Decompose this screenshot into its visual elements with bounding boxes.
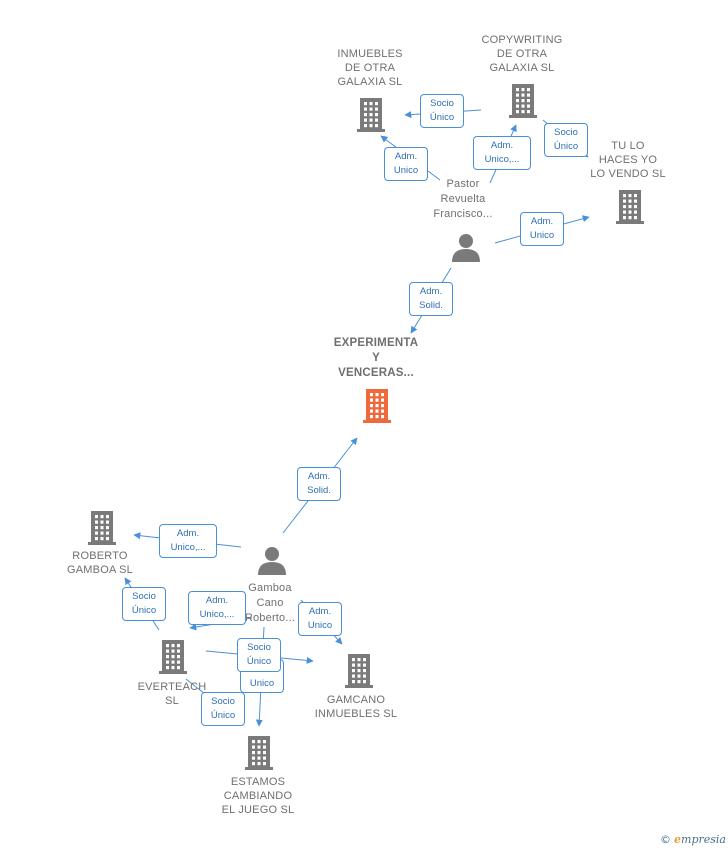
edge-label-adm-solid-1[interactable]: Adm. Solid.: [409, 282, 453, 316]
edge-label-socio-unico-2[interactable]: Socio Único: [544, 123, 588, 157]
edge-label-adm-unico-multi-3[interactable]: Adm. Unico,...: [188, 591, 246, 625]
edge-label-adm-unico-1[interactable]: Adm. Unico: [384, 147, 428, 181]
edge-label-adm-unico-3[interactable]: Adm. Unico: [298, 602, 342, 636]
node-label-gamboa-cano-roberto[interactable]: Gamboa Cano Roberto...: [244, 582, 296, 624]
person-icon-gamboa[interactable]: [258, 547, 286, 575]
edge-label-adm-unico-multi-2[interactable]: Adm. Unico,...: [159, 524, 217, 558]
edges: [124, 109, 590, 727]
node-label-everteach[interactable]: EVERTEACH SL: [137, 681, 207, 707]
edge-label-adm-solid-2[interactable]: Adm. Solid.: [297, 467, 341, 501]
edge-label-socio-unico-5[interactable]: Socio Único: [201, 692, 245, 726]
brand-rest: mpresia: [681, 833, 726, 846]
node-label-experimenta-y-venceras[interactable]: EXPERIMENTA Y VENCERAS...: [333, 337, 419, 379]
edge-label-adm-unico-2[interactable]: Adm. Unico: [520, 212, 564, 246]
edge-label-socio-unico-3[interactable]: Socio Único: [122, 587, 166, 621]
node-label-inmuebles-de-otra-galaxia[interactable]: INMUEBLES DE OTRA GALAXIA SL: [337, 48, 403, 88]
building-icon-everteach[interactable]: [159, 640, 187, 674]
node-label-gamcano-inmuebles[interactable]: GAMCANO INMUEBLES SL: [314, 694, 398, 720]
node-label-estamos-cambiando-el-juego[interactable]: ESTAMOS CAMBIANDO EL JUEGO SL: [221, 776, 295, 816]
building-icon-gamcano[interactable]: [345, 654, 373, 688]
building-icon-inmuebles[interactable]: [357, 98, 385, 132]
building-icon-copywriting[interactable]: [509, 84, 537, 118]
edge-label-adm-unico-multi-1[interactable]: Adm. Unico,...: [473, 136, 531, 170]
edge-label-socio-unico-4[interactable]: Socio Único: [237, 638, 281, 672]
brand-e: e: [674, 833, 682, 846]
building-icon-roberto[interactable]: [88, 511, 116, 545]
building-icon-tulo[interactable]: [616, 190, 644, 224]
empresia-brand[interactable]: ©empresia: [660, 833, 726, 846]
node-label-tu-lo-haces-yo-lo-vendo[interactable]: TU LO HACES YO LO VENDO SL: [590, 140, 666, 180]
node-label-pastor-revuelta-francisco[interactable]: Pastor Revuelta Francisco...: [433, 178, 493, 220]
building-icon-experimenta[interactable]: [363, 389, 391, 423]
edge-label-socio-unico-1[interactable]: Socio Único: [420, 94, 464, 128]
node-label-roberto-gamboa[interactable]: ROBERTO GAMBOA SL: [67, 550, 133, 576]
building-icon-estamos[interactable]: [245, 736, 273, 770]
copyright-icon: ©: [660, 833, 672, 846]
person-icon-pastor[interactable]: [452, 234, 480, 262]
node-label-copywriting-de-otra-galaxia[interactable]: COPYWRITING DE OTRA GALAXIA SL: [481, 34, 563, 74]
